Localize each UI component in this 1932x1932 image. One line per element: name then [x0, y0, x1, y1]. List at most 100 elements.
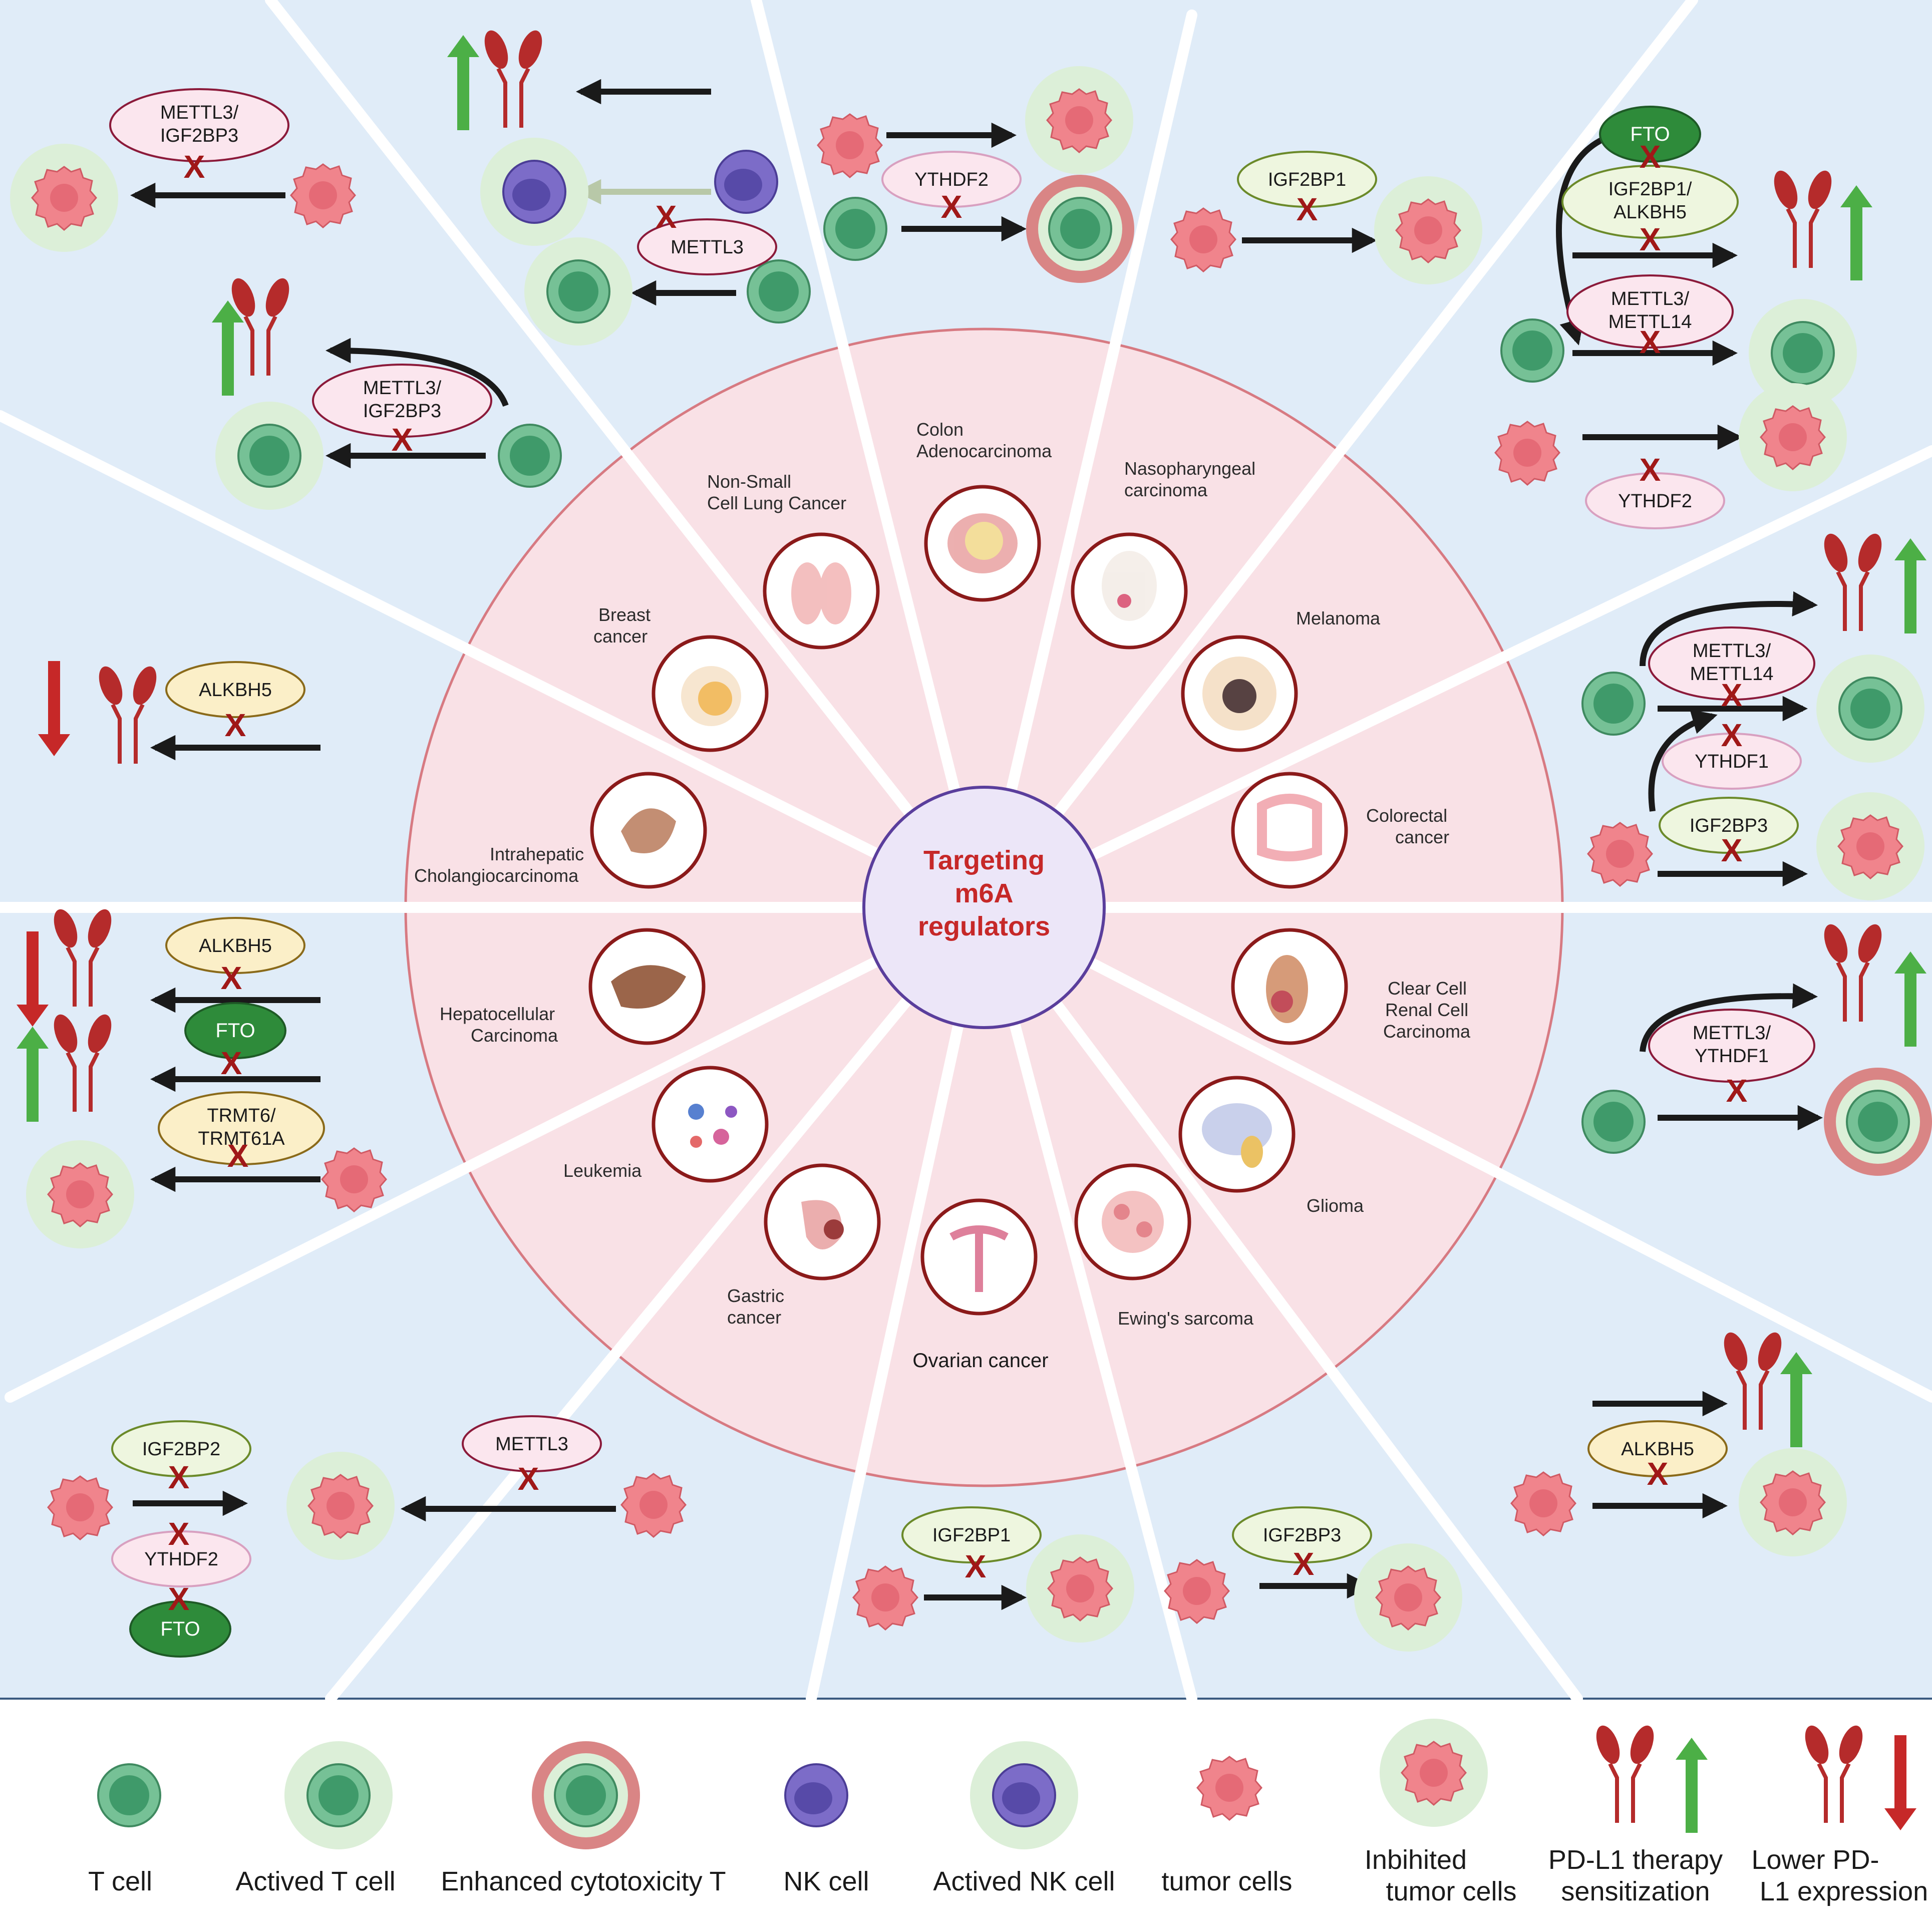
regulator-r17-l2: YTHDF1 — [1695, 1046, 1769, 1067]
label-gastric-l2: cancer — [727, 1307, 781, 1328]
svg-text:X: X — [1721, 832, 1743, 868]
legend-activated-nk-label: Actived NK cell — [933, 1866, 1115, 1896]
regulator-r18: IGF2BP2 — [142, 1439, 220, 1460]
svg-text:X: X — [221, 960, 242, 996]
regulator-r22: IGF2BP1 — [932, 1525, 1011, 1546]
label-naso-l2: carcinoma — [1124, 480, 1208, 500]
label-icc-l1: Intrahepatic — [490, 844, 584, 864]
svg-text:X: X — [168, 1581, 190, 1617]
label-colon-l1: Colon — [916, 419, 963, 440]
legend-inhibited-label-l1: Inbihited — [1365, 1845, 1467, 1875]
label-ccrcc-l2: Renal Cell — [1385, 1000, 1468, 1020]
regulator-r6-l1: IGF2BP1/ — [1608, 179, 1692, 200]
center-title-line2: m6A — [954, 878, 1013, 908]
label-hcc-l1: Hepatocellular — [440, 1004, 555, 1024]
regulator-r6-l2: ALKBH5 — [1614, 202, 1687, 223]
label-naso-l1: Nasopharyngeal — [1124, 458, 1255, 479]
label-ccrcc-l3: Carcinoma — [1383, 1021, 1471, 1042]
legend-pdl1-down-label-l1: Lower PD- — [1751, 1845, 1879, 1875]
regulator-r12: YTHDF1 — [1695, 751, 1769, 772]
organ-illustrations — [611, 513, 1322, 1292]
regulator-r4: IGF2BP1 — [1268, 169, 1346, 190]
svg-text:X: X — [518, 1461, 539, 1497]
arrows — [130, 79, 1823, 1611]
center-title-line1: Targeting — [923, 845, 1045, 875]
svg-text:X: X — [221, 1045, 242, 1081]
label-crc-l1: Colorectal — [1366, 805, 1447, 826]
divider-rays — [0, 0, 1932, 1403]
label-crc-l2: cancer — [1395, 827, 1449, 847]
legend-cytotoxic-t-icon — [554, 1763, 618, 1827]
regulator-r7-l2: METTL14 — [1608, 311, 1692, 333]
legend-pdl1-down-label-l2: L1 expression — [1760, 1876, 1928, 1906]
regulator-r17-l1: METTL3/ — [1693, 1023, 1771, 1044]
legend-nk-icon — [784, 1763, 848, 1827]
label-leukemia: Leukemia — [563, 1160, 642, 1181]
svg-text:X: X — [168, 1459, 190, 1495]
label-ccrcc-l1: Clear Cell — [1388, 978, 1467, 999]
regulator-ellipses — [109, 88, 1815, 1658]
regulator-r23: IGF2BP3 — [1263, 1525, 1341, 1546]
regulator-r16-l2: TRMT61A — [198, 1128, 285, 1149]
blood-organ-icon — [652, 1066, 769, 1183]
svg-text:X: X — [227, 1138, 249, 1174]
label-nsclc-l1: Non-Small — [707, 471, 791, 492]
label-glioma: Glioma — [1307, 1195, 1364, 1216]
svg-text:X: X — [656, 199, 677, 235]
legend-activated-t-label: Actived T cell — [235, 1866, 395, 1896]
regulator-r9: YTHDF2 — [1618, 491, 1692, 512]
legend-cytotoxic-t-label: Enhanced cytotoxicity T — [441, 1866, 726, 1896]
svg-text:X: X — [392, 422, 413, 458]
regulator-r15: FTO — [215, 1020, 255, 1042]
colorectal-organ-icon — [1231, 772, 1348, 889]
svg-text:X: X — [1640, 324, 1661, 360]
label-colon-l2: Adenocarcinoma — [916, 441, 1052, 461]
svg-text:X: X — [168, 1516, 190, 1552]
inhibition-marks: X X X X X X X X X X X X X X X X X X X X … — [168, 139, 1748, 1617]
legend-pdl1-up-label-l2: sensitization — [1561, 1876, 1710, 1906]
svg-text:X: X — [1297, 191, 1318, 227]
regulator-r1-l2: IGF2BP3 — [160, 125, 238, 146]
svg-text:X: X — [1293, 1546, 1315, 1582]
regulator-r14: ALKBH5 — [199, 935, 272, 956]
svg-text:X: X — [1640, 452, 1661, 488]
regulator-r1-l1: METTL3/ — [160, 102, 239, 123]
svg-text:X: X — [1640, 221, 1661, 257]
label-breast-l2: cancer — [593, 626, 648, 647]
regulator-r2: METTL3 — [671, 237, 744, 258]
center-circle — [862, 786, 1106, 1029]
legend-activated-t-icon — [306, 1763, 371, 1827]
legend: T cell Actived T cell Enhanced cytotoxic… — [88, 1719, 1928, 1906]
legend-pdl1-up-label-l1: PD-L1 therapy — [1548, 1845, 1723, 1875]
label-gastric-l1: Gastric — [727, 1285, 784, 1306]
regulator-r16-l1: TRMT6/ — [207, 1105, 276, 1126]
regulator-r5: FTO — [1630, 123, 1670, 145]
label-ovarian: Ovarian cancer — [912, 1350, 1048, 1372]
svg-text:X: X — [1647, 1456, 1669, 1492]
label-icc-l2: Cholangiocarcinoma — [414, 865, 579, 886]
svg-text:X: X — [1640, 139, 1661, 175]
legend-inhibited-label-l2: tumor cells — [1386, 1876, 1516, 1906]
svg-text:X: X — [941, 189, 962, 225]
regulator-r11-l1: METTL3/ — [1693, 640, 1771, 662]
center-title-line3: regulators — [918, 911, 1050, 941]
legend-tumor-label: tumor cells — [1161, 1866, 1292, 1896]
svg-text:X: X — [965, 1548, 987, 1584]
regulator-r21: METTL3 — [495, 1434, 568, 1455]
svg-text:X: X — [184, 149, 205, 185]
regulator-r3: YTHDF2 — [914, 169, 989, 190]
svg-text:X: X — [1721, 677, 1743, 713]
label-hcc-l2: Carcinoma — [471, 1025, 558, 1046]
regulator-r19: YTHDF2 — [144, 1549, 218, 1570]
svg-text:X: X — [1726, 1073, 1748, 1109]
label-nsclc-l2: Cell Lung Cancer — [707, 493, 846, 513]
svg-text:X: X — [1721, 717, 1743, 753]
regulator-r10: ALKBH5 — [199, 680, 272, 701]
label-breast-l1: Breast — [598, 604, 651, 625]
label-ewing: Ewing's sarcoma — [1118, 1308, 1254, 1329]
legend-t-cell-icon — [97, 1763, 161, 1827]
regulator-r8-l2: IGF2BP3 — [363, 401, 441, 422]
svg-text:X: X — [225, 707, 246, 743]
regulator-r7-l1: METTL3/ — [1611, 288, 1690, 309]
